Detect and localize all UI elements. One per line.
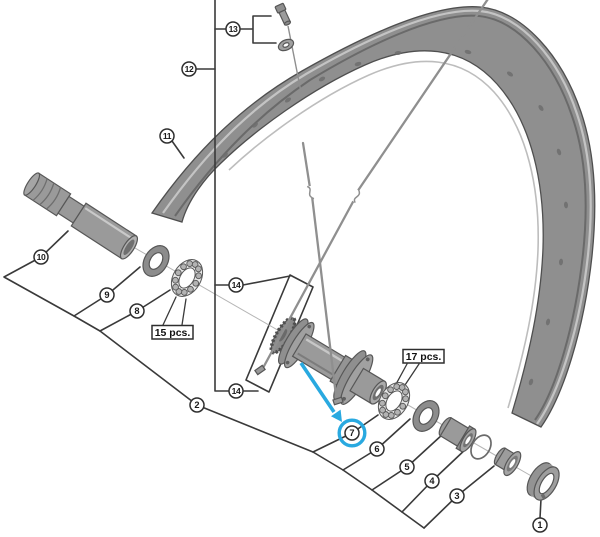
callout-3[interactable]: 3	[449, 488, 465, 504]
svg-text:5: 5	[404, 462, 409, 472]
svg-text:2: 2	[194, 400, 199, 410]
leader-13-bracket	[214, 15, 277, 44]
spoke-nipple-part	[274, 2, 292, 26]
hub-body	[269, 316, 387, 405]
nipple-spoke-line	[287, 25, 303, 98]
seal-ring-right	[412, 400, 440, 432]
rim-band	[150, 6, 596, 428]
callout-4[interactable]: 4	[424, 473, 440, 489]
spoke-break-mark	[348, 188, 364, 204]
leader-11	[171, 140, 185, 159]
callout-2[interactable]: 2	[189, 397, 205, 413]
leader-15pcs	[162, 296, 187, 326]
callout-11[interactable]: 11	[159, 128, 175, 144]
callout-1[interactable]: 1	[532, 517, 548, 533]
callout-8[interactable]: 8	[129, 303, 145, 319]
svg-text:15 pcs.: 15 pcs.	[155, 327, 191, 339]
highlight-arrow-shaft	[299, 361, 336, 414]
callout-6[interactable]: 6	[369, 441, 385, 457]
spokes	[254, 0, 489, 406]
quantity-label-17pcs: 17 pcs.	[402, 348, 445, 364]
ball-retainer-left	[170, 259, 204, 297]
o-ring	[470, 434, 492, 460]
svg-text:8: 8	[134, 306, 139, 316]
highlight-part-7	[299, 361, 367, 448]
callout-12[interactable]: 12	[181, 61, 197, 77]
leader-14-top	[214, 275, 291, 286]
svg-text:7: 7	[349, 428, 354, 438]
spoke-group-box	[245, 274, 314, 393]
thru-axle	[23, 172, 139, 260]
callout-10[interactable]: 10	[33, 249, 49, 265]
svg-text:4: 4	[429, 476, 435, 486]
svg-text:14: 14	[232, 280, 241, 290]
svg-text:17 pcs.: 17 pcs.	[406, 351, 442, 363]
callout-9[interactable]: 9	[99, 287, 115, 303]
callout-7[interactable]: 7	[344, 425, 360, 441]
rim-inner-line	[228, 60, 540, 409]
highlight-ring	[337, 418, 367, 448]
svg-text:10: 10	[37, 252, 46, 262]
spoke-far	[355, 0, 489, 194]
end-cap	[526, 462, 560, 501]
callout-13[interactable]: 13	[225, 21, 241, 37]
svg-text:1: 1	[537, 520, 542, 530]
quantity-label-15pcs: 15 pcs.	[151, 324, 194, 340]
spoke-far-lower	[261, 198, 356, 370]
leader-1	[539, 498, 542, 519]
ball-retainer-right	[377, 382, 411, 420]
svg-text:13: 13	[229, 24, 238, 34]
callout-14-top[interactable]: 14	[228, 277, 244, 293]
cone-spacer	[438, 416, 477, 453]
nipple-washer	[277, 38, 295, 52]
svg-text:3: 3	[454, 491, 459, 501]
spoke-near-lower	[310, 194, 338, 398]
rim-spoke-holes	[222, 49, 569, 386]
flange-nipple-left	[254, 364, 266, 376]
svg-text:14: 14	[232, 386, 241, 396]
callout-5[interactable]: 5	[399, 459, 415, 475]
svg-text:6: 6	[374, 444, 379, 454]
rim-highlight-line	[162, 9, 592, 425]
rim-shade-line	[174, 14, 587, 421]
dust-cap	[493, 447, 522, 477]
spoke-near	[301, 141, 312, 190]
svg-text:12: 12	[185, 64, 194, 74]
svg-text:11: 11	[163, 131, 172, 141]
spine-leader-12-14	[214, 0, 259, 392]
spoke-break-mark	[305, 185, 317, 200]
flange-nipple-right	[332, 396, 344, 406]
highlight-arrow-head	[331, 409, 342, 422]
seal-ring-left	[142, 245, 170, 277]
svg-text:9: 9	[104, 290, 109, 300]
callout-14-bottom[interactable]: 14	[228, 383, 244, 399]
wheel-rim	[150, 6, 596, 428]
